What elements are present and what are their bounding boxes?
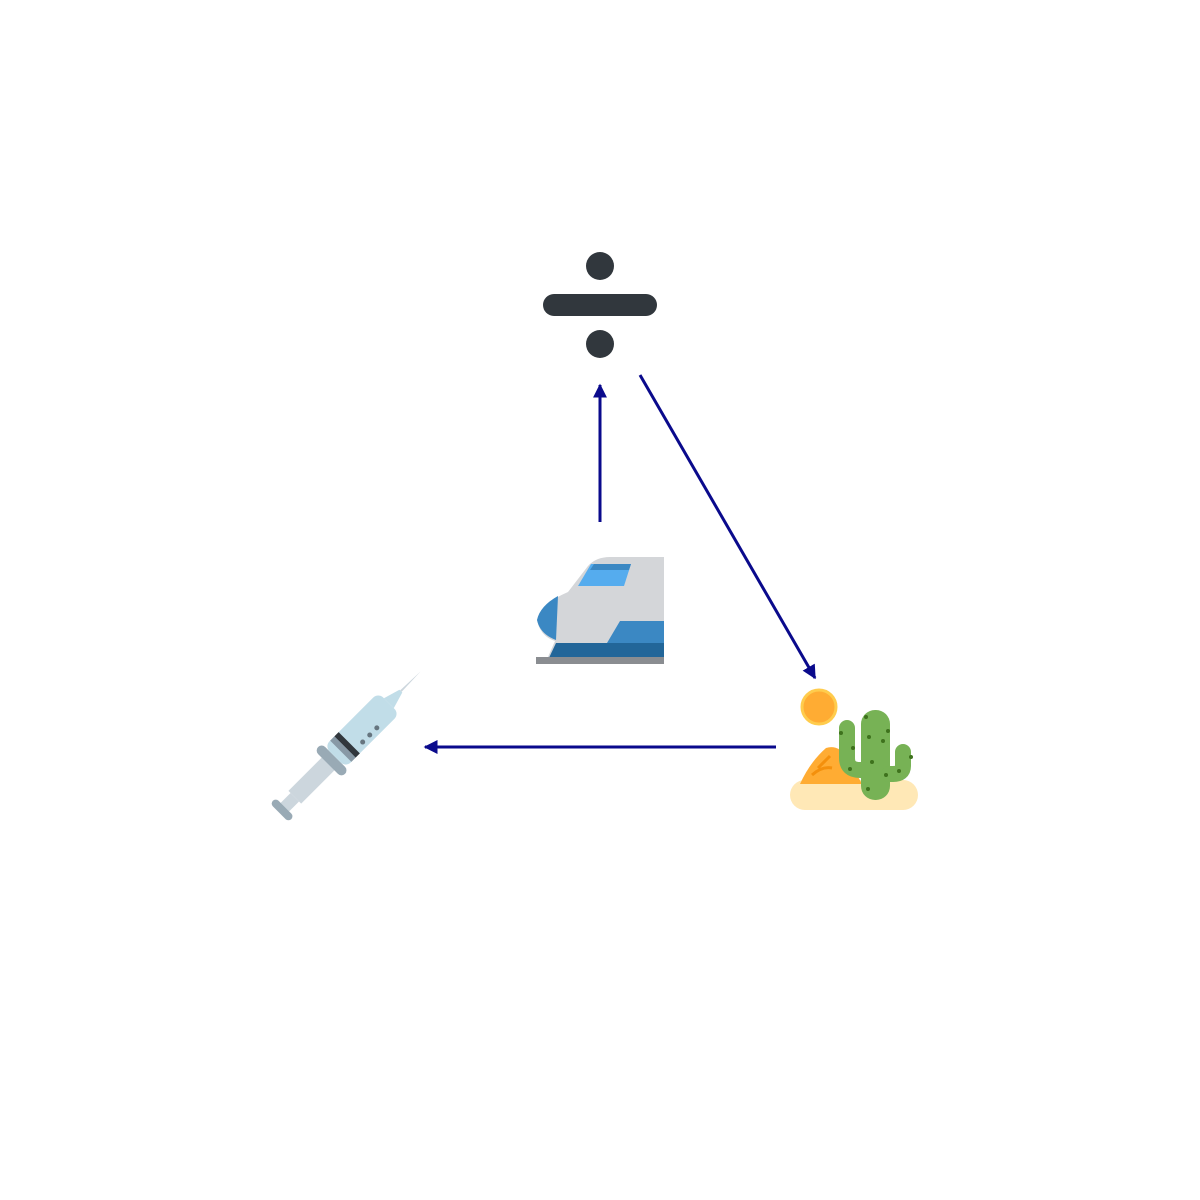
high-speed-train-icon [536, 557, 664, 664]
edges [423, 374, 817, 754]
division-sign-icon [543, 252, 657, 358]
edge-divide-to-desert [638, 374, 817, 680]
desert-icon [790, 688, 918, 810]
syringe-icon [271, 671, 421, 821]
